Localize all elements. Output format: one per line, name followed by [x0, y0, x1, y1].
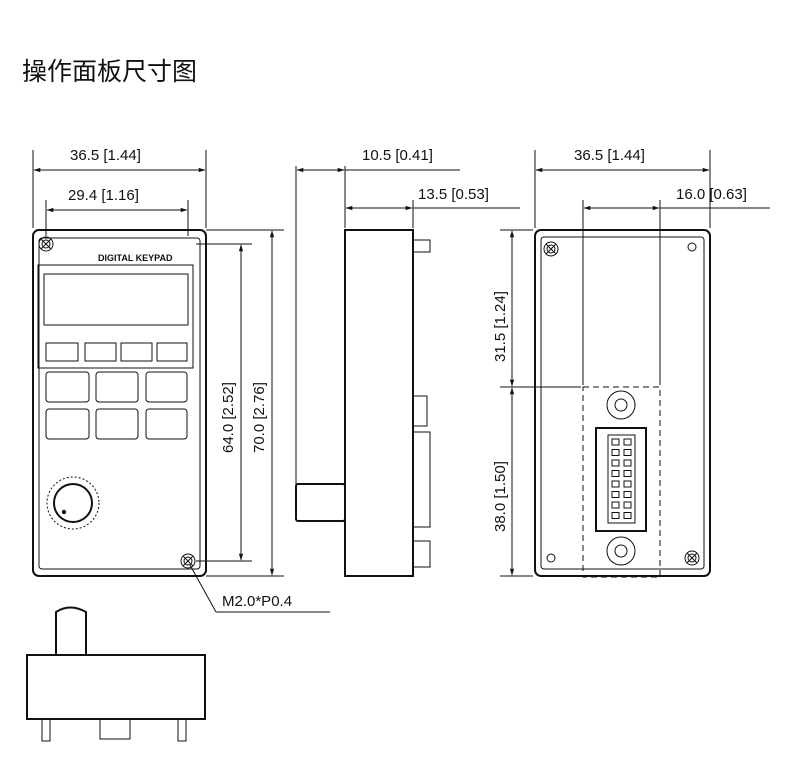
front-inner-outline: [38, 237, 201, 570]
connector-pin: [623, 512, 632, 519]
front-height-holes: 64.0 [2.52]: [220, 382, 237, 453]
lcd-display: [43, 273, 189, 326]
bottom-view: [26, 606, 206, 742]
connector-pin: [611, 491, 620, 498]
front-view: DIGITAL KEYPAD: [32, 147, 330, 613]
keypad-label: DIGITAL KEYPAD: [98, 253, 173, 263]
side-knob: [295, 483, 346, 522]
rear-hole: [546, 553, 556, 563]
connector-pin: [623, 480, 632, 488]
connector-pin: [623, 449, 632, 456]
screw-icon: [38, 236, 54, 252]
front-width-holes: 29.4 [1.16]: [68, 187, 139, 204]
connector-cutout-region: [582, 386, 661, 578]
bottom-connector: [99, 718, 131, 740]
bottom-pin: [177, 718, 187, 742]
front-width-overall: 36.5 [1.44]: [70, 147, 141, 164]
keypad-button: [45, 371, 90, 403]
front-height-overall: 70.0 [2.76]: [251, 382, 268, 453]
rear-height-upper: 31.5 [1.24]: [492, 291, 509, 362]
bottom-pin: [41, 718, 51, 742]
screw-icon: [180, 553, 196, 569]
side-view: 10.5 [0.41] 13.5 [0.53]: [295, 147, 520, 577]
bottom-knob: [55, 606, 87, 655]
connector-pin: [611, 470, 620, 477]
mounting-hole: [614, 544, 628, 558]
connector-pin: [623, 470, 632, 477]
knob-ring: [46, 476, 100, 530]
connector-pin: [623, 491, 632, 498]
side-connector: [412, 239, 431, 253]
keypad-button: [95, 371, 139, 403]
screw-icon: [684, 550, 700, 566]
knob-indicator: [61, 509, 67, 515]
screw-spec-label: M2.0*P0.4: [222, 593, 292, 610]
mounting-boss: [606, 536, 636, 566]
connector-pin: [611, 512, 620, 519]
side-body-outline: [344, 229, 414, 577]
connector-pins: [611, 438, 632, 519]
keypad-button: [45, 408, 90, 440]
rear-connector: [595, 427, 647, 532]
side-connector: [412, 395, 428, 427]
side-connector: [412, 540, 431, 568]
side-depth-body: 13.5 [0.53]: [418, 186, 489, 203]
leader-line: [189, 564, 217, 613]
potentiometer-knob: [53, 483, 93, 523]
side-connector: [412, 431, 431, 528]
connector-pin: [623, 501, 632, 509]
mounting-hole: [614, 398, 628, 412]
page-title: 操作面板尺寸图: [22, 57, 197, 86]
connector-pin: [623, 459, 632, 467]
connector-pin: [611, 459, 620, 467]
front-body-outline: [32, 229, 207, 577]
display-frame: [37, 264, 194, 369]
connector-pin-block: [607, 434, 636, 524]
rear-hole: [687, 242, 697, 252]
mounting-boss: [606, 390, 636, 420]
rear-view: 36.5 [1.44] 16.0 [0.63] 31.5 [1.24] 38.0…: [492, 147, 770, 578]
rear-height-lower: 38.0 [1.50]: [492, 461, 509, 532]
function-key: [84, 342, 117, 362]
connector-pin: [611, 449, 620, 456]
side-depth-overall: 10.5 [0.41]: [362, 147, 433, 164]
rear-width-overall: 36.5 [1.44]: [574, 147, 645, 164]
function-key: [45, 342, 79, 362]
connector-pin: [611, 501, 620, 509]
keypad-button: [145, 371, 188, 403]
function-key: [156, 342, 188, 362]
rear-body-outline: [534, 229, 711, 577]
connector-pin: [623, 438, 632, 446]
screw-icon: [543, 241, 559, 257]
bottom-body-outline: [26, 654, 206, 720]
keypad-button: [95, 408, 139, 440]
connector-pin: [611, 480, 620, 488]
rear-connector-offset: 16.0 [0.63]: [676, 186, 747, 203]
function-key: [120, 342, 153, 362]
connector-pin: [611, 438, 620, 446]
keypad-button: [145, 408, 188, 440]
rear-inner-outline: [540, 236, 705, 570]
